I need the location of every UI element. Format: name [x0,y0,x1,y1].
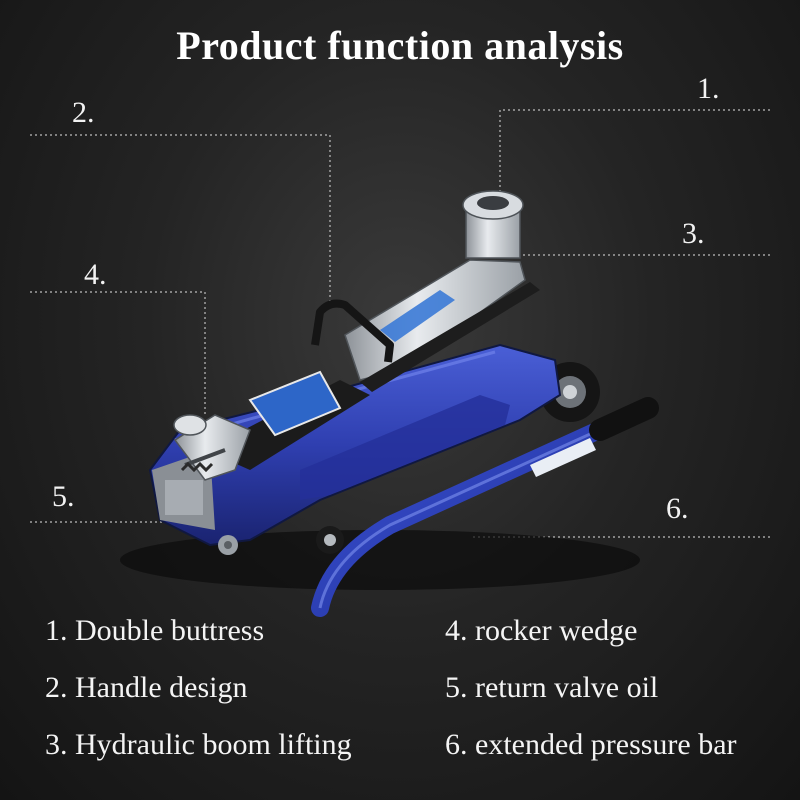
chassis-panel [300,395,510,500]
front-bolt [218,535,238,555]
callout-5: 5. [52,480,75,513]
feature-item: 3. Hydraulic boom lifting [45,728,352,761]
callout-line-4 [30,291,206,415]
callout-3: 3. [682,217,705,250]
arm-label [380,290,455,342]
feature-item: 5. return valve oil [445,671,659,704]
callout-4: 4. [84,258,107,291]
feature-item: 4. rocker wedge [445,614,638,647]
callout-line-2 [30,134,331,305]
callout-line-1 [499,109,770,195]
feature-item: 1. Double buttress [45,614,265,647]
feature-item: 2. Handle design [45,671,248,704]
callout-2: 2. [72,96,95,129]
rocker-wedge [173,414,251,481]
spring [180,461,214,473]
feature-item: 6. extended pressure bar [445,728,737,761]
carry-handle [311,299,394,363]
floor-shadow [120,530,640,590]
pressure-bar-grip [589,397,659,441]
label-plate [248,370,342,437]
bar-sticker [530,438,596,477]
saddle-cup [462,190,524,259]
front-wheel [316,526,344,554]
callout-lines [30,109,770,538]
callout-6: 6. [666,492,689,525]
page-title: Product function analysis [176,23,624,68]
callout-1: 1. [697,72,720,105]
